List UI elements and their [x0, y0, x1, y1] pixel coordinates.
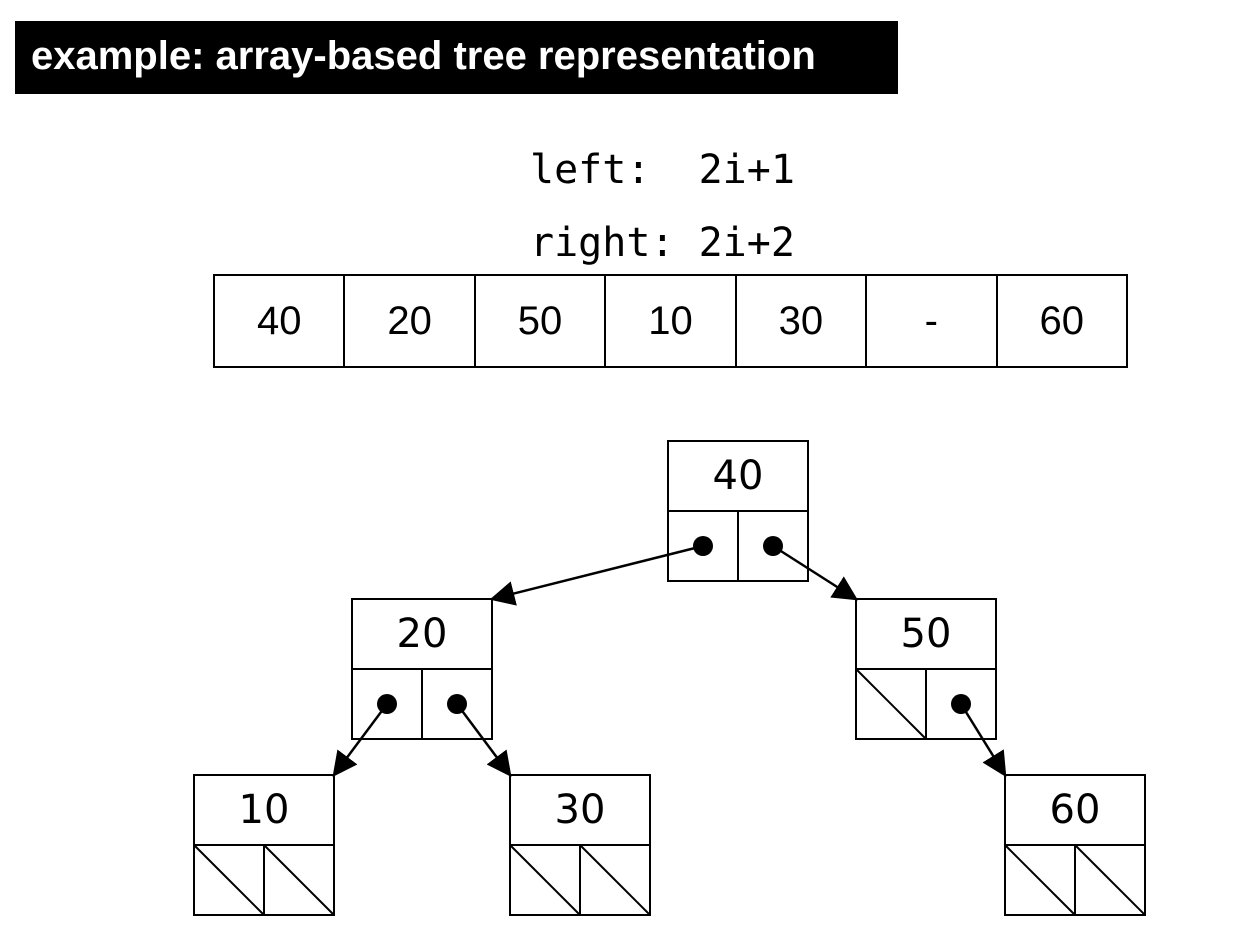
tree-node-20: 20 [351, 598, 493, 740]
right-child-arrow [455, 703, 512, 778]
left-child-arrow [489, 544, 704, 606]
right-null-pointer [1074, 844, 1146, 916]
array-cell-5: - [867, 276, 998, 366]
tree-node-30: 30 [509, 774, 651, 916]
tree-node-value: 50 [901, 611, 952, 657]
left-child-arrow [332, 703, 389, 778]
tree-array: 40 20 50 10 30 - 60 [213, 274, 1128, 368]
tree-node-value: 20 [397, 611, 448, 657]
array-cell-3: 10 [606, 276, 737, 366]
tree-node-value: 60 [1050, 787, 1101, 833]
right-child-formula: right: 2i+2 [530, 220, 795, 266]
array-cell-2: 50 [476, 276, 607, 366]
left-child-formula: left: 2i+1 [530, 147, 795, 193]
right-null-pointer [263, 844, 335, 916]
left-null-pointer [855, 668, 927, 740]
tree-node-value: 40 [713, 453, 764, 499]
title-bar: example: array-based tree representation [15, 21, 898, 94]
diagram-title: example: array-based tree representation [31, 34, 816, 78]
array-cell-1: 20 [345, 276, 476, 366]
tree-node-50: 50 [855, 598, 997, 740]
right-child-arrow [772, 544, 859, 601]
right-child-arrow [959, 703, 1007, 778]
array-cell-4: 30 [737, 276, 868, 366]
array-cell-0: 40 [215, 276, 346, 366]
left-null-pointer [193, 844, 265, 916]
left-null-pointer [1004, 844, 1076, 916]
array-cell-6: 60 [1039, 298, 1084, 343]
tree-node-value: 30 [555, 787, 606, 833]
tree-node-value: 10 [239, 787, 290, 833]
tree-node-40: 40 [667, 440, 809, 582]
tree-node-60: 60 [1004, 774, 1146, 916]
right-null-pointer [579, 844, 651, 916]
left-null-pointer [509, 844, 581, 916]
tree-node-10: 10 [193, 774, 335, 916]
